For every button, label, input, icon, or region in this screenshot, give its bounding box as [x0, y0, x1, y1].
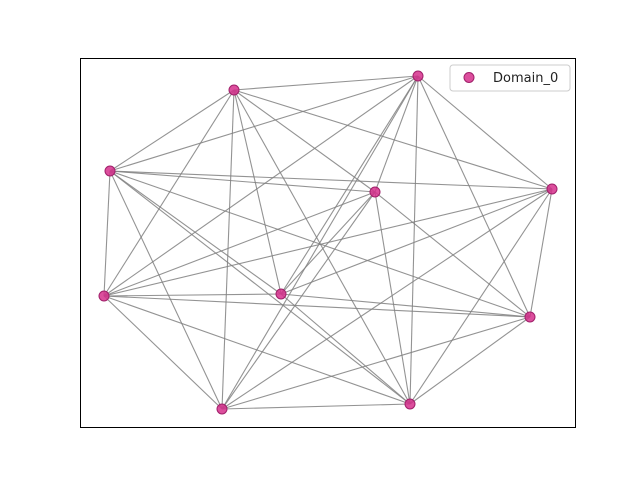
- legend: Domain_0: [449, 64, 571, 92]
- graph-edge: [374, 75, 419, 193]
- legend-box: [449, 64, 571, 92]
- graph-node: [98, 290, 110, 302]
- graph-edge: [409, 316, 531, 405]
- graph-edge: [221, 191, 376, 410]
- graph-edge: [280, 75, 419, 295]
- legend-entry-label: Domain_0: [493, 71, 558, 86]
- graph-node: [216, 403, 228, 415]
- graph-edge: [109, 89, 235, 172]
- graph-edge: [374, 191, 531, 318]
- graph-edge: [233, 75, 419, 91]
- edges-layer: [103, 75, 553, 410]
- graph-node: [524, 311, 536, 323]
- graph-edge: [233, 89, 553, 190]
- graph-edge: [221, 188, 553, 410]
- graph-edge: [280, 188, 553, 295]
- graph-edge: [103, 191, 376, 297]
- graph-node: [412, 70, 424, 82]
- graph-edge: [109, 170, 223, 410]
- graph-node: [546, 183, 558, 195]
- graph-edge: [280, 293, 411, 405]
- graph-edge: [109, 170, 376, 193]
- nodes-layer: [98, 70, 558, 415]
- graph-node: [369, 186, 381, 198]
- graph-edge: [233, 89, 411, 405]
- graph-edge: [417, 75, 553, 190]
- graph-edge: [109, 75, 419, 172]
- graph-edge: [529, 188, 553, 318]
- graph-edge: [221, 89, 235, 410]
- graph-edge: [374, 191, 411, 405]
- graph-edge: [280, 293, 531, 318]
- graph-edge: [109, 170, 553, 190]
- graph-edge: [409, 188, 553, 405]
- graph-edge: [103, 295, 223, 410]
- graph-edge: [221, 403, 411, 410]
- graph-edge: [103, 295, 531, 318]
- legend-marker-icon: [463, 72, 475, 83]
- graph-edge: [417, 75, 531, 318]
- graph-edge: [109, 170, 282, 295]
- graph-edge: [221, 316, 531, 410]
- graph-edge: [109, 170, 411, 405]
- graph-edge: [409, 75, 419, 405]
- graph-edge: [103, 188, 553, 297]
- plot-frame: [80, 58, 576, 428]
- graph-edge: [103, 75, 419, 297]
- graph-edge: [233, 89, 376, 193]
- graph-edge: [103, 295, 411, 405]
- graph-edge: [103, 170, 111, 297]
- graph-edge: [221, 75, 419, 410]
- graph-edge: [103, 293, 282, 297]
- graph-node: [404, 398, 416, 410]
- graph-edge: [103, 89, 235, 297]
- graph-node: [104, 165, 116, 177]
- graph-edge: [233, 89, 282, 295]
- graph-node: [275, 288, 287, 300]
- graph-node: [228, 84, 240, 96]
